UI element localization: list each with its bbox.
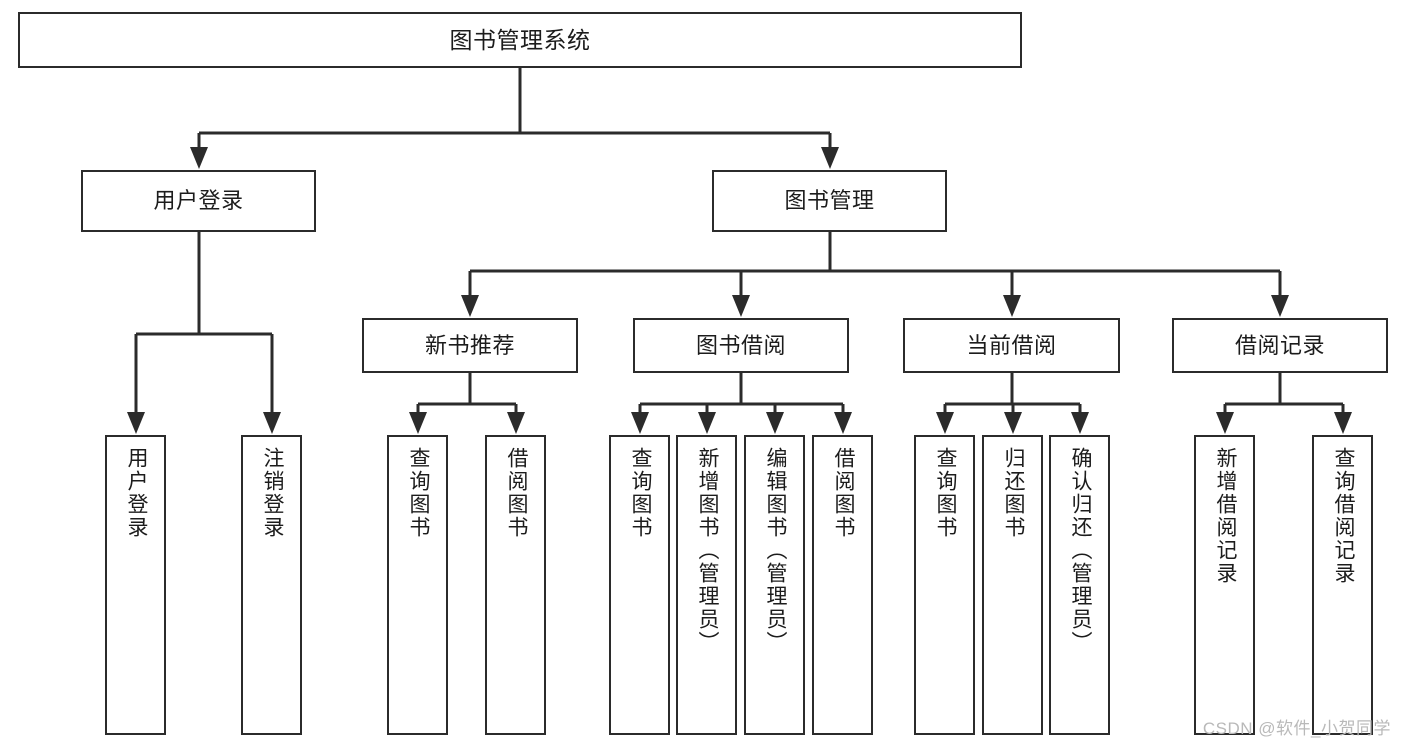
node-records[interactable]: 借阅记录 [1172,318,1388,373]
node-label: 图书管理系统 [449,26,591,53]
node-records-2[interactable]: 查询借阅记录 [1312,435,1373,735]
node-borrow-3[interactable]: 编辑图书（管理员） [744,435,805,735]
node-label: 查询借阅记录 [1331,447,1355,585]
node-label: 查询图书 [933,447,957,539]
node-newbooks-2[interactable]: 借阅图书 [485,435,546,735]
node-records-1[interactable]: 新增借阅记录 [1194,435,1255,735]
node-current-2[interactable]: 归还图书 [982,435,1043,735]
node-borrow-4[interactable]: 借阅图书 [812,435,873,735]
node-label: 新增图书（管理员） [695,447,719,654]
node-label: 查询图书 [628,447,652,539]
node-newbooks-1[interactable]: 查询图书 [387,435,448,735]
node-label: 确认归还（管理员） [1068,447,1092,654]
node-borrow[interactable]: 图书借阅 [633,318,849,373]
node-borrow-2[interactable]: 新增图书（管理员） [676,435,737,735]
node-label: 用户登录 [153,188,244,214]
node-borrow-1[interactable]: 查询图书 [609,435,670,735]
node-current-3[interactable]: 确认归还（管理员） [1049,435,1110,735]
node-label: 借阅记录 [1234,332,1325,358]
csdn-watermark: CSDN @软件_小贺同学 [1202,719,1391,738]
node-login-2[interactable]: 注销登录 [241,435,302,735]
node-label: 查询图书 [406,447,430,539]
node-newbooks[interactable]: 新书推荐 [362,318,578,373]
node-login[interactable]: 用户登录 [81,170,316,232]
node-current-1[interactable]: 查询图书 [914,435,975,735]
node-label: 归还图书 [1001,447,1025,539]
node-label: 图书管理 [784,188,875,214]
node-label: 借阅图书 [504,447,528,539]
node-current[interactable]: 当前借阅 [903,318,1120,373]
node-root[interactable]: 图书管理系统 [18,12,1022,68]
node-label: 图书借阅 [695,332,786,358]
node-label: 当前借阅 [966,332,1057,358]
node-label: 注销登录 [260,447,284,539]
node-label: 新书推荐 [424,332,515,358]
node-label: 借阅图书 [831,447,855,539]
node-label: 编辑图书（管理员） [763,447,787,654]
node-label: 用户登录 [124,447,148,539]
node-bookmgmt[interactable]: 图书管理 [712,170,947,232]
node-label: 新增借阅记录 [1213,447,1237,585]
node-login-1[interactable]: 用户登录 [105,435,166,735]
